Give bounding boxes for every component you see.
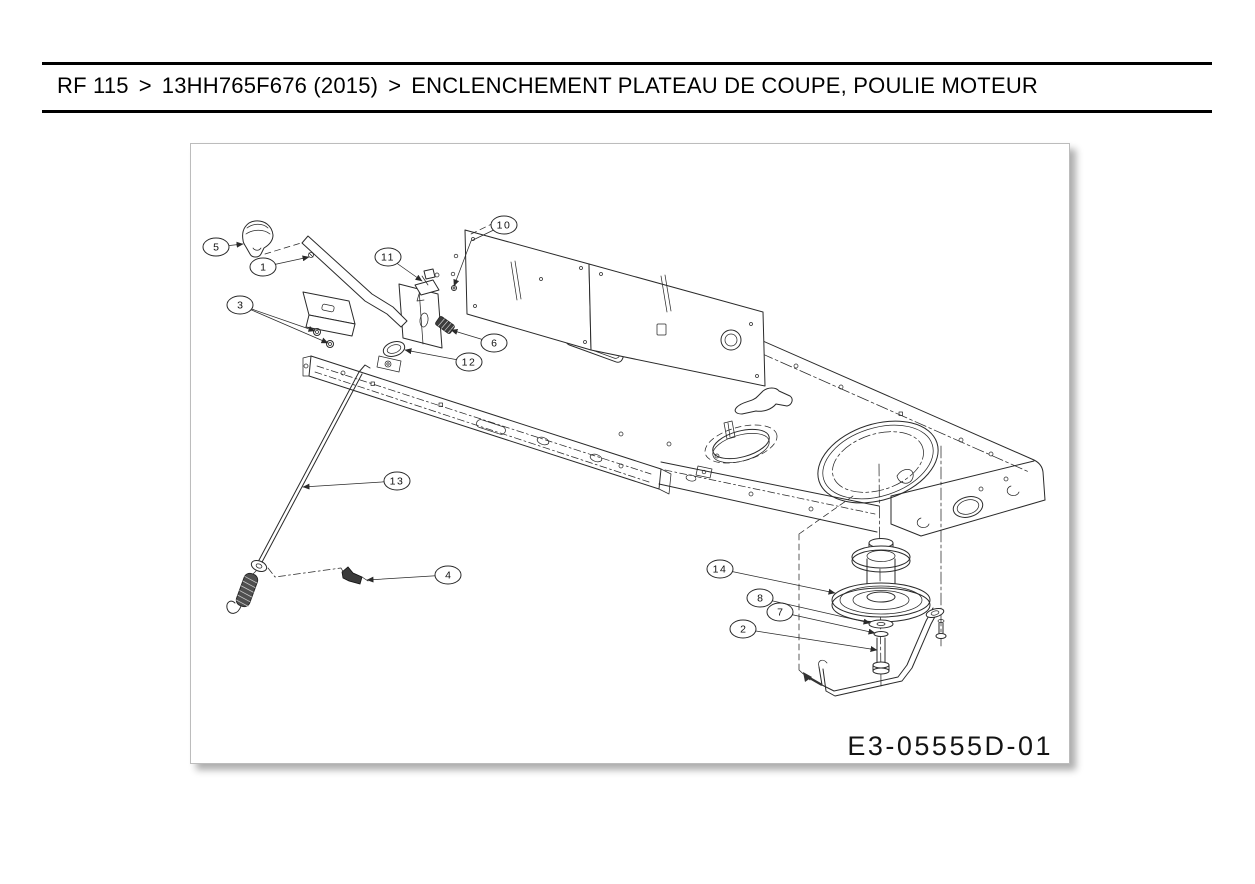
engagement-lever — [301, 235, 408, 328]
idler-bracket — [803, 445, 947, 697]
callout-leader — [239, 304, 316, 332]
callout-number: 10 — [497, 220, 512, 232]
callout-number: 8 — [757, 593, 763, 605]
callout-leader — [779, 611, 876, 635]
callout-bubble[interactable] — [490, 215, 518, 235]
callout-3[interactable]: 3 — [226, 295, 329, 344]
callout-number: 3 — [237, 300, 243, 312]
callout-leader — [302, 480, 398, 490]
drawing-number: E3-05555D-01 — [847, 731, 1053, 761]
breadcrumb-separator: > — [388, 73, 402, 98]
callout-8[interactable]: 8 — [746, 588, 871, 625]
callout-10[interactable]: 10 — [453, 215, 518, 287]
callout-13[interactable]: 13 — [302, 471, 411, 491]
callout-bubble[interactable] — [249, 257, 277, 277]
tension-spring — [226, 559, 346, 614]
callout-leader — [759, 597, 871, 625]
engine-pulley — [831, 463, 931, 687]
breadcrumb-item-2[interactable]: 13HH765F676 (2015) — [161, 73, 379, 98]
callout-number: 13 — [390, 476, 405, 488]
callout-bubble[interactable] — [226, 295, 254, 315]
breadcrumb-separator: > — [138, 73, 152, 98]
callout-bubble[interactable] — [766, 602, 794, 622]
callout-bubble[interactable] — [434, 565, 462, 585]
callout-leader — [366, 574, 449, 583]
callout-number: 1 — [260, 262, 266, 274]
pulley-bolt — [872, 637, 890, 675]
breadcrumb-item-3[interactable]: ENCLENCHEMENT PLATEAU DE COUPE, POULIE M… — [411, 73, 1038, 98]
callout-leader — [742, 628, 878, 652]
callout-bubble[interactable] — [202, 237, 230, 257]
pivot-slot — [376, 341, 406, 373]
callout-number: 14 — [713, 564, 728, 576]
callout-bubble[interactable] — [374, 247, 402, 267]
callout-4[interactable]: 4 — [366, 565, 462, 585]
callout-6[interactable]: 6 — [450, 329, 508, 353]
callout-number: 12 — [462, 357, 477, 369]
callout-1[interactable]: 1 — [249, 255, 310, 277]
callout-14[interactable]: 14 — [706, 559, 836, 595]
callout-number: 4 — [445, 570, 451, 582]
callout-number: 11 — [381, 252, 395, 264]
callout-11[interactable]: 11 — [374, 247, 423, 282]
callout-bubble[interactable] — [746, 588, 774, 608]
callout-bubble[interactable] — [729, 619, 757, 639]
cable-clip — [341, 566, 369, 585]
callout-bubble[interactable] — [455, 352, 483, 372]
latch-spring — [435, 316, 455, 334]
console-bracket — [302, 221, 766, 387]
callout-5[interactable]: 5 — [202, 237, 244, 257]
callout-bubble[interactable] — [706, 559, 734, 579]
clutch-rod — [257, 364, 371, 565]
callout-number: 7 — [777, 607, 783, 619]
callout-number: 2 — [740, 624, 746, 636]
callout-12[interactable]: 12 — [404, 348, 483, 372]
callout-2[interactable]: 2 — [729, 619, 878, 652]
callout-number: 5 — [213, 242, 219, 254]
mount-bracket — [302, 291, 356, 348]
lever-knob — [242, 220, 302, 258]
breadcrumb-item-1[interactable]: RF 115 — [57, 73, 129, 98]
breadcrumb: RF 115 >13HH765F676 (2015) > ENCLENCHEMENT … — [57, 73, 1038, 99]
callout-7[interactable]: 7 — [766, 602, 876, 635]
callout-leader — [239, 304, 329, 344]
flat-washer — [868, 619, 894, 629]
lock-washer — [873, 631, 889, 637]
callout-leader — [719, 568, 836, 595]
latch-bracket — [414, 268, 440, 302]
callout-bubble[interactable] — [383, 471, 411, 491]
header-rule-top — [42, 62, 1212, 65]
callout-number: 6 — [491, 338, 497, 350]
header-rule-bottom — [42, 110, 1212, 113]
callout-bubble[interactable] — [480, 333, 508, 353]
